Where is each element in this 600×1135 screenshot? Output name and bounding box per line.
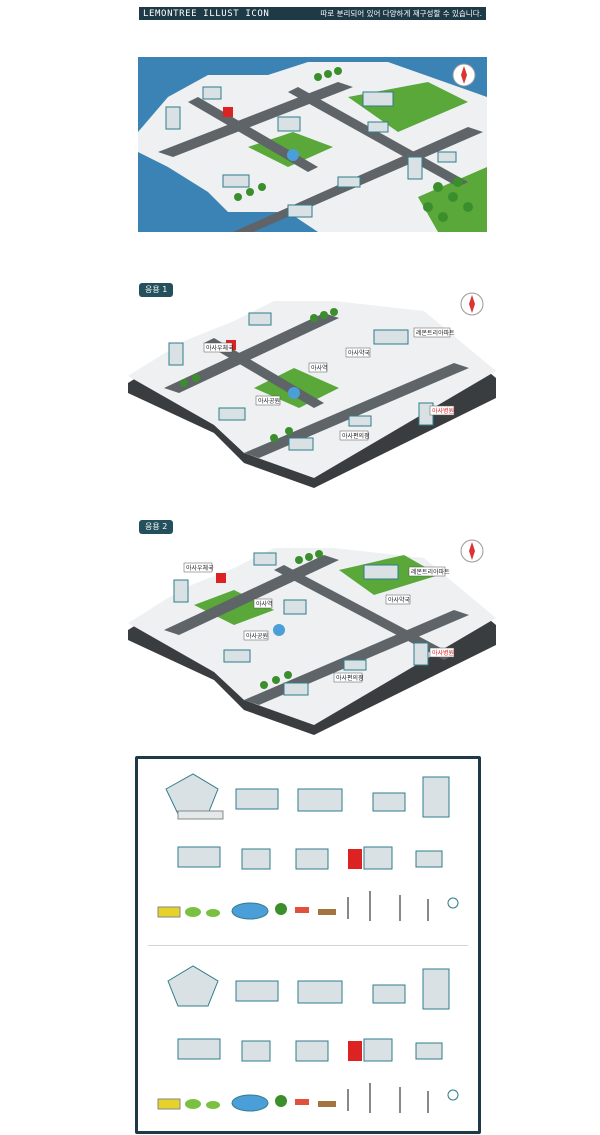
building-icon [235, 788, 279, 810]
city-map-labeled-illustration-2: 아사우체국 레몬트리아파트 아사약국 아사역 아사공원 아사병원 아사편의점 [128, 539, 496, 735]
building-icon [235, 980, 279, 1002]
bus-icon [157, 1098, 181, 1110]
bench-icon [318, 1101, 336, 1107]
section-badge-2: 응용 2 [139, 520, 174, 534]
bench-icon [318, 909, 336, 915]
train-station-icon [165, 773, 224, 820]
map1-label-park: 아사공원 [258, 397, 280, 405]
city-map-illustration [138, 57, 487, 232]
building-icon [372, 792, 406, 812]
icon-set-illustration [157, 773, 459, 921]
post-office-icon [348, 1041, 362, 1061]
car-icon [206, 909, 220, 917]
map1-label-apartment: 레몬트리아파트 [416, 329, 455, 337]
icon-row-1 [165, 773, 450, 820]
map1-label-station: 아사역 [311, 364, 328, 372]
post-office-icon [348, 849, 362, 869]
banner-caption: 따로 분리되어 있어 다양하게 재구성할 수 있습니다. [320, 9, 482, 18]
building-icon [177, 1038, 221, 1060]
bus-icon [157, 906, 181, 918]
parking-sign-icon [447, 1089, 459, 1101]
map2-label-apartment: 레몬트리아파트 [411, 568, 450, 576]
map1-label-convenience-store: 아사편의점 [342, 432, 370, 440]
tree-icon [275, 1095, 287, 1107]
city-map-labeled-illustration-1: 레몬트리아파트 아사우체국 아사약국 아사역 아사공원 아사병원 아사편의점 [128, 292, 496, 488]
map2-label-convenience-store: 아사편의점 [336, 674, 364, 682]
building-icon [241, 848, 271, 870]
building-icon [297, 980, 343, 1004]
car-icon [185, 907, 201, 917]
rocket-icon [295, 1099, 309, 1105]
banner-title: LEMONTREE ILLUST ICON [143, 8, 270, 19]
building-icon [295, 848, 329, 870]
parking-sign-icon [447, 897, 459, 909]
icon-set-divider [148, 945, 468, 946]
icon-row-3 [157, 891, 459, 921]
city-map-main [138, 57, 487, 232]
tower-building-icon [422, 968, 450, 1010]
car-icon [206, 1101, 220, 1109]
fountain-icon [231, 902, 269, 920]
icon-set-panel [135, 756, 481, 1134]
map1-label-hospital: 아사병원 [432, 407, 454, 415]
building-icon [241, 1040, 271, 1062]
city-map-application-2: 아사우체국 레몬트리아파트 아사약국 아사역 아사공원 아사병원 아사편의점 [124, 535, 500, 735]
building-icon [297, 788, 343, 812]
title-banner: LEMONTREE ILLUST ICON 따로 분리되어 있어 다양하게 재구… [139, 7, 486, 20]
map1-label-pharmacy: 아사약국 [348, 349, 371, 357]
building-icon [415, 850, 443, 868]
building-icon [372, 984, 406, 1004]
hospital-icon [363, 1038, 393, 1062]
icon-row-6 [157, 1083, 459, 1113]
car-icon [185, 1099, 201, 1109]
rocket-icon [295, 907, 309, 913]
icon-set-illustration-small [157, 965, 459, 1113]
building-icon [295, 1040, 329, 1062]
map2-label-hospital: 아사병원 [432, 649, 454, 657]
map2-label-station: 아사역 [256, 600, 273, 608]
building-icon [415, 1042, 443, 1060]
city-map-application-1: 레몬트리아파트 아사우체국 아사약국 아사역 아사공원 아사병원 아사편의점 [124, 288, 500, 488]
map2-label-pharmacy: 아사약국 [388, 596, 411, 604]
icon-row-5 [177, 1038, 443, 1062]
icon-row-4 [167, 965, 450, 1010]
map2-label-post-office: 아사우체국 [186, 564, 214, 572]
building-icon [177, 846, 221, 868]
tower-building-icon [422, 776, 450, 818]
hospital-icon [363, 846, 393, 870]
icon-row-2 [177, 846, 443, 870]
map1-label-post-office: 아사우체국 [206, 344, 234, 352]
fountain-icon [231, 1094, 269, 1112]
section-badge-1: 응용 1 [139, 283, 174, 297]
train-station-icon [167, 965, 219, 1007]
tree-icon [275, 903, 287, 915]
map2-label-park: 아사공원 [246, 632, 268, 640]
